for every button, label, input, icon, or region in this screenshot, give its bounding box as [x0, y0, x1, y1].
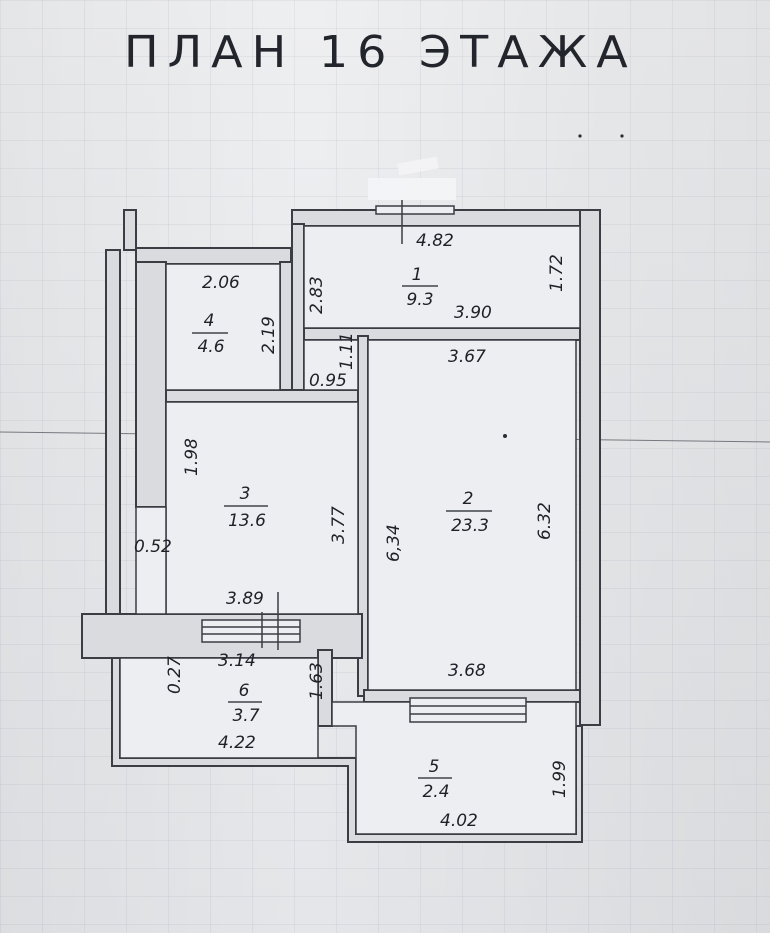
wall-room1-left — [291, 223, 305, 395]
dim-room2-right: 6.32 — [535, 502, 555, 540]
window-room3 — [201, 619, 301, 643]
dim-room2-bottom: 3.68 — [448, 661, 486, 681]
wall-left-post — [123, 209, 137, 251]
room-4-number: 4 — [204, 311, 215, 331]
dim-room6-left: 0.27 — [165, 656, 185, 694]
wall-room4-right — [279, 261, 293, 393]
room-5-area: 2.4 — [422, 782, 449, 802]
room-1-area: 9.3 — [406, 290, 433, 310]
room-6-floor — [119, 657, 319, 759]
dim-room1-right: 1.72 — [547, 254, 567, 292]
dim-room6-right: 1.63 — [307, 662, 327, 700]
wall-left-inner — [135, 261, 167, 508]
dim-room6-bottom: 4.22 — [218, 733, 256, 753]
room-5-number: 5 — [429, 757, 440, 777]
corridor-floor — [303, 339, 359, 391]
dim-room1-bottom: 3.90 — [454, 303, 492, 323]
room-2-floor — [367, 339, 577, 691]
dim-room1-top: 4.82 — [416, 231, 454, 251]
dim-room3-top-left: 1.98 — [182, 438, 202, 476]
door-room1-top — [375, 205, 455, 215]
dim-corridor-width: 0.95 — [309, 371, 347, 391]
dim-room5-bottom: 4.02 — [440, 811, 478, 831]
dim-room2-left: 6,34 — [384, 524, 404, 562]
openings — [201, 200, 527, 723]
room-3-niche — [135, 506, 167, 615]
room-3-floor — [165, 401, 359, 615]
room-1-number: 1 — [412, 265, 423, 285]
dim-room1-left: 2.83 — [307, 276, 327, 314]
wall-room4-bottom — [135, 389, 359, 403]
dim-room2-top: 3.67 — [448, 347, 486, 367]
blurred-patch-small — [397, 156, 439, 176]
walls — [81, 209, 601, 843]
labels: 1 9.3 2 23.3 3 13.6 4 4.6 5 2.4 6 3.7 4.… — [134, 231, 570, 831]
room-6-area: 3.7 — [232, 706, 259, 726]
dim-room5-right: 1.99 — [550, 760, 570, 798]
wall-right-outer — [579, 209, 601, 726]
dim-room3-right: 3.77 — [329, 506, 349, 544]
room-5-floor — [331, 701, 577, 835]
blurred-patch — [368, 178, 456, 200]
room-interiors — [119, 225, 581, 835]
room-3-number: 3 — [240, 484, 251, 504]
ink-dot-3 — [503, 434, 507, 438]
dim-room3-niche: 0.52 — [134, 537, 172, 557]
dim-corridor-height: 1.11 — [337, 332, 357, 370]
room-4-area: 4.6 — [197, 337, 224, 357]
ink-dot — [578, 134, 582, 138]
ink-dot-2 — [620, 134, 624, 138]
dim-room6-top: 3.14 — [218, 651, 256, 671]
dim-room4-right: 2.19 — [259, 316, 279, 354]
plan-title: ПЛАН 16 ЭТАЖА — [124, 26, 637, 78]
room-2-area: 23.3 — [451, 516, 489, 536]
dim-room4-top: 2.06 — [202, 273, 240, 293]
room-4-floor — [165, 263, 281, 391]
room-3-area: 13.6 — [228, 511, 266, 531]
room-2-number: 2 — [463, 489, 474, 509]
window-room2 — [409, 697, 527, 723]
dim-room3-bottom: 3.89 — [226, 589, 264, 609]
room-1-floor — [303, 225, 581, 329]
wall-left-outer — [105, 249, 121, 631]
room-6-number: 6 — [239, 681, 250, 701]
